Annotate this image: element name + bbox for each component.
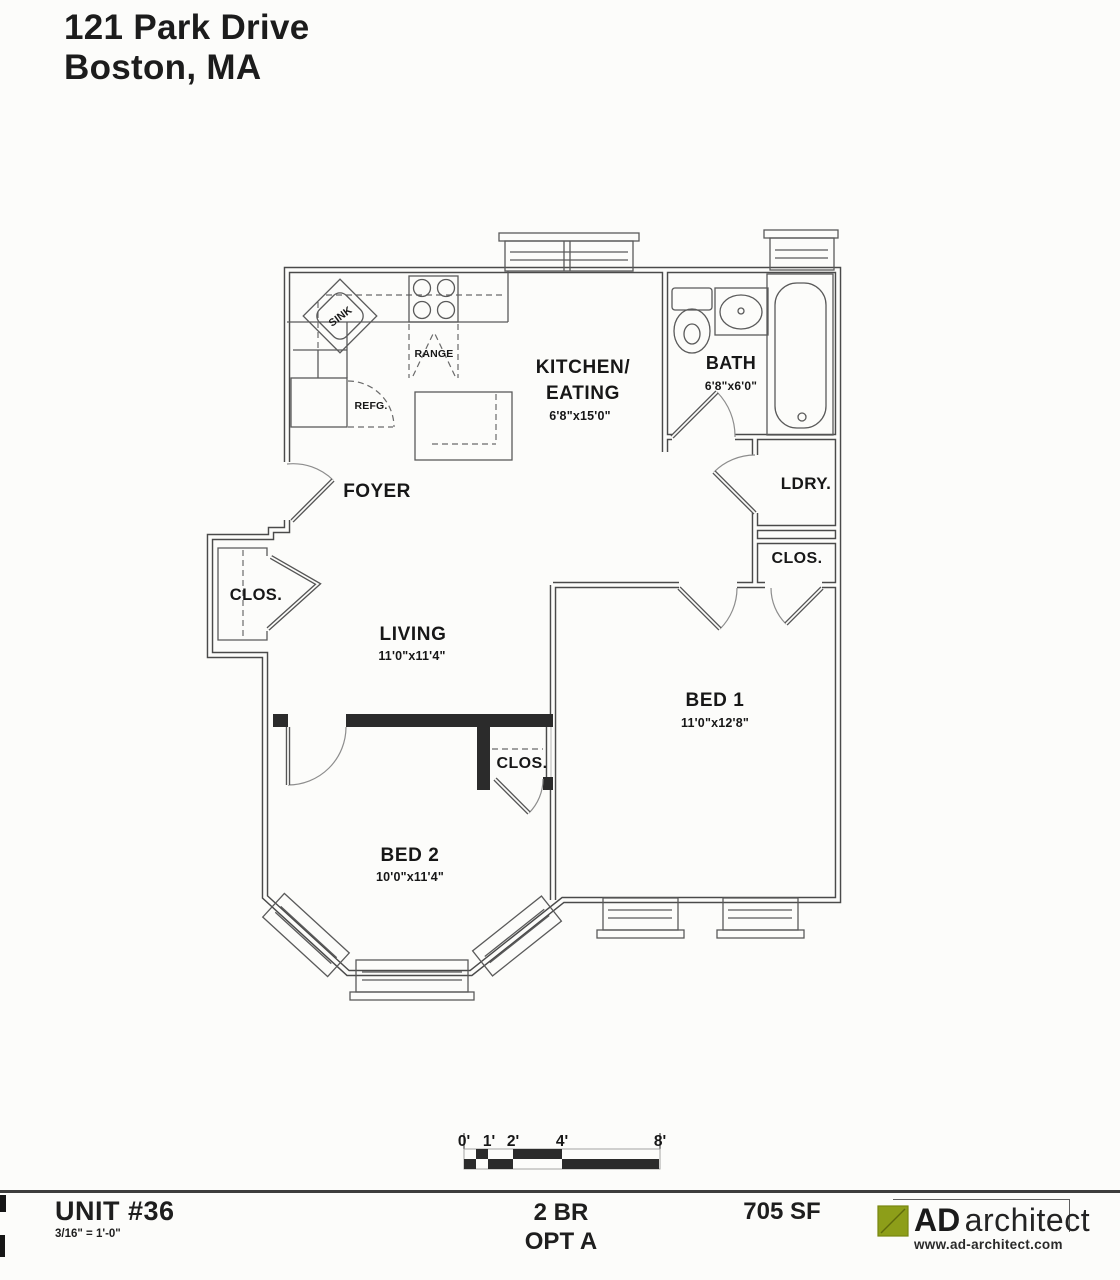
kitchen-label-1: KITCHEN/ <box>536 357 631 378</box>
logo-diagonal <box>880 1208 906 1234</box>
bed1-window-left <box>596 897 685 939</box>
range: RANGE <box>408 275 459 378</box>
sink: SINK <box>302 278 378 354</box>
counter-edge <box>287 271 509 378</box>
plan-summary: 2 BR OPT A <box>461 1198 661 1257</box>
entry-closet-label: CLOS. <box>230 586 282 604</box>
kitchen-fixtures: SINK RANGE REFG. <box>287 271 513 461</box>
entry-closet-interior <box>217 547 268 641</box>
bath-label: BATH <box>706 353 756 373</box>
scan-artifact-2 <box>0 1235 5 1257</box>
bed1-window-right <box>716 897 805 939</box>
thick-walls <box>273 714 553 790</box>
bedroom-count: 2 BR <box>533 1199 589 1226</box>
bath-fixtures <box>671 273 834 436</box>
logo-frame <box>893 1199 1070 1232</box>
door-arcs <box>286 391 787 814</box>
bed2-closet-label: CLOS. <box>497 755 548 772</box>
bed2-dims: 10'0"x11'4" <box>376 870 444 884</box>
bay-window-right <box>471 895 563 977</box>
door-leaves <box>266 390 824 815</box>
toilet <box>671 287 713 354</box>
kitchen-dims: 6'8"x15'0" <box>549 409 611 423</box>
refrigerator: REFG. <box>290 377 387 428</box>
refrigerator-label: REFG. <box>354 400 387 412</box>
scale-bar: 0' 1' 2' 4' 8' <box>458 1133 666 1170</box>
address-line-2: Boston, MA <box>64 47 262 87</box>
kitchen-island <box>414 391 513 461</box>
logo-website: www.ad-architect.com <box>914 1237 1063 1252</box>
logo-bold-text: AD <box>914 1202 961 1238</box>
address-line-1: 121 Park Drive <box>64 8 310 47</box>
living-dims: 11'0"x11'4" <box>378 649 445 663</box>
footer-divider <box>0 1190 1120 1193</box>
bathtub <box>766 273 834 436</box>
logo-mark <box>877 1205 909 1237</box>
bay-window-left <box>261 892 351 978</box>
bed1-dims: 11'0"x12'8" <box>681 716 749 730</box>
windows <box>261 229 839 1001</box>
kitchen-window <box>498 232 640 272</box>
bath-window <box>763 229 839 271</box>
plan-option: OPT A <box>524 1228 598 1256</box>
scale-label-0: 0' <box>458 1133 470 1150</box>
hall-closet-label: CLOS. <box>772 550 823 567</box>
foyer-label: FOYER <box>343 481 410 502</box>
unit-number: UNIT #36 <box>55 1196 175 1226</box>
bed2-label: BED 2 <box>381 845 440 866</box>
drawing-scale-note: 3/16" = 1'-0" <box>55 1228 121 1240</box>
scale-label-1: 1' <box>483 1133 495 1150</box>
laundry-label: LDRY. <box>781 474 832 493</box>
scale-label-8: 8' <box>654 1133 666 1150</box>
sink-label: SINK <box>327 304 355 329</box>
kitchen-label-2: EATING <box>546 383 620 404</box>
square-footage: 705 SF <box>743 1198 821 1225</box>
walls <box>206 266 842 977</box>
unit-block: UNIT #36 3/16" = 1'-0" <box>55 1196 175 1240</box>
logo-text: AD architect www.ad-architect.com <box>914 1202 1090 1252</box>
bath-dims: 6'8"x6'0" <box>705 379 757 393</box>
bed1-label: BED 1 <box>686 690 745 711</box>
scan-artifact-1 <box>0 1195 6 1212</box>
logo-regular-text: architect <box>964 1202 1091 1238</box>
scale-label-4: 4' <box>556 1133 568 1150</box>
counter-dashed-edge <box>317 294 503 348</box>
room-labels: KITCHEN/ EATING 6'8"x15'0" BATH 6'8"x6'0… <box>230 353 831 884</box>
title-block: 121 Park Drive Boston, MA <box>64 8 310 88</box>
scale-label-2: 2' <box>507 1133 519 1150</box>
living-label: LIVING <box>380 624 447 645</box>
refrigerator-door-swing <box>347 380 395 428</box>
bay-window-center <box>349 959 475 1001</box>
vanity-sink <box>714 287 769 336</box>
doors <box>266 380 824 815</box>
range-label: RANGE <box>415 348 454 360</box>
